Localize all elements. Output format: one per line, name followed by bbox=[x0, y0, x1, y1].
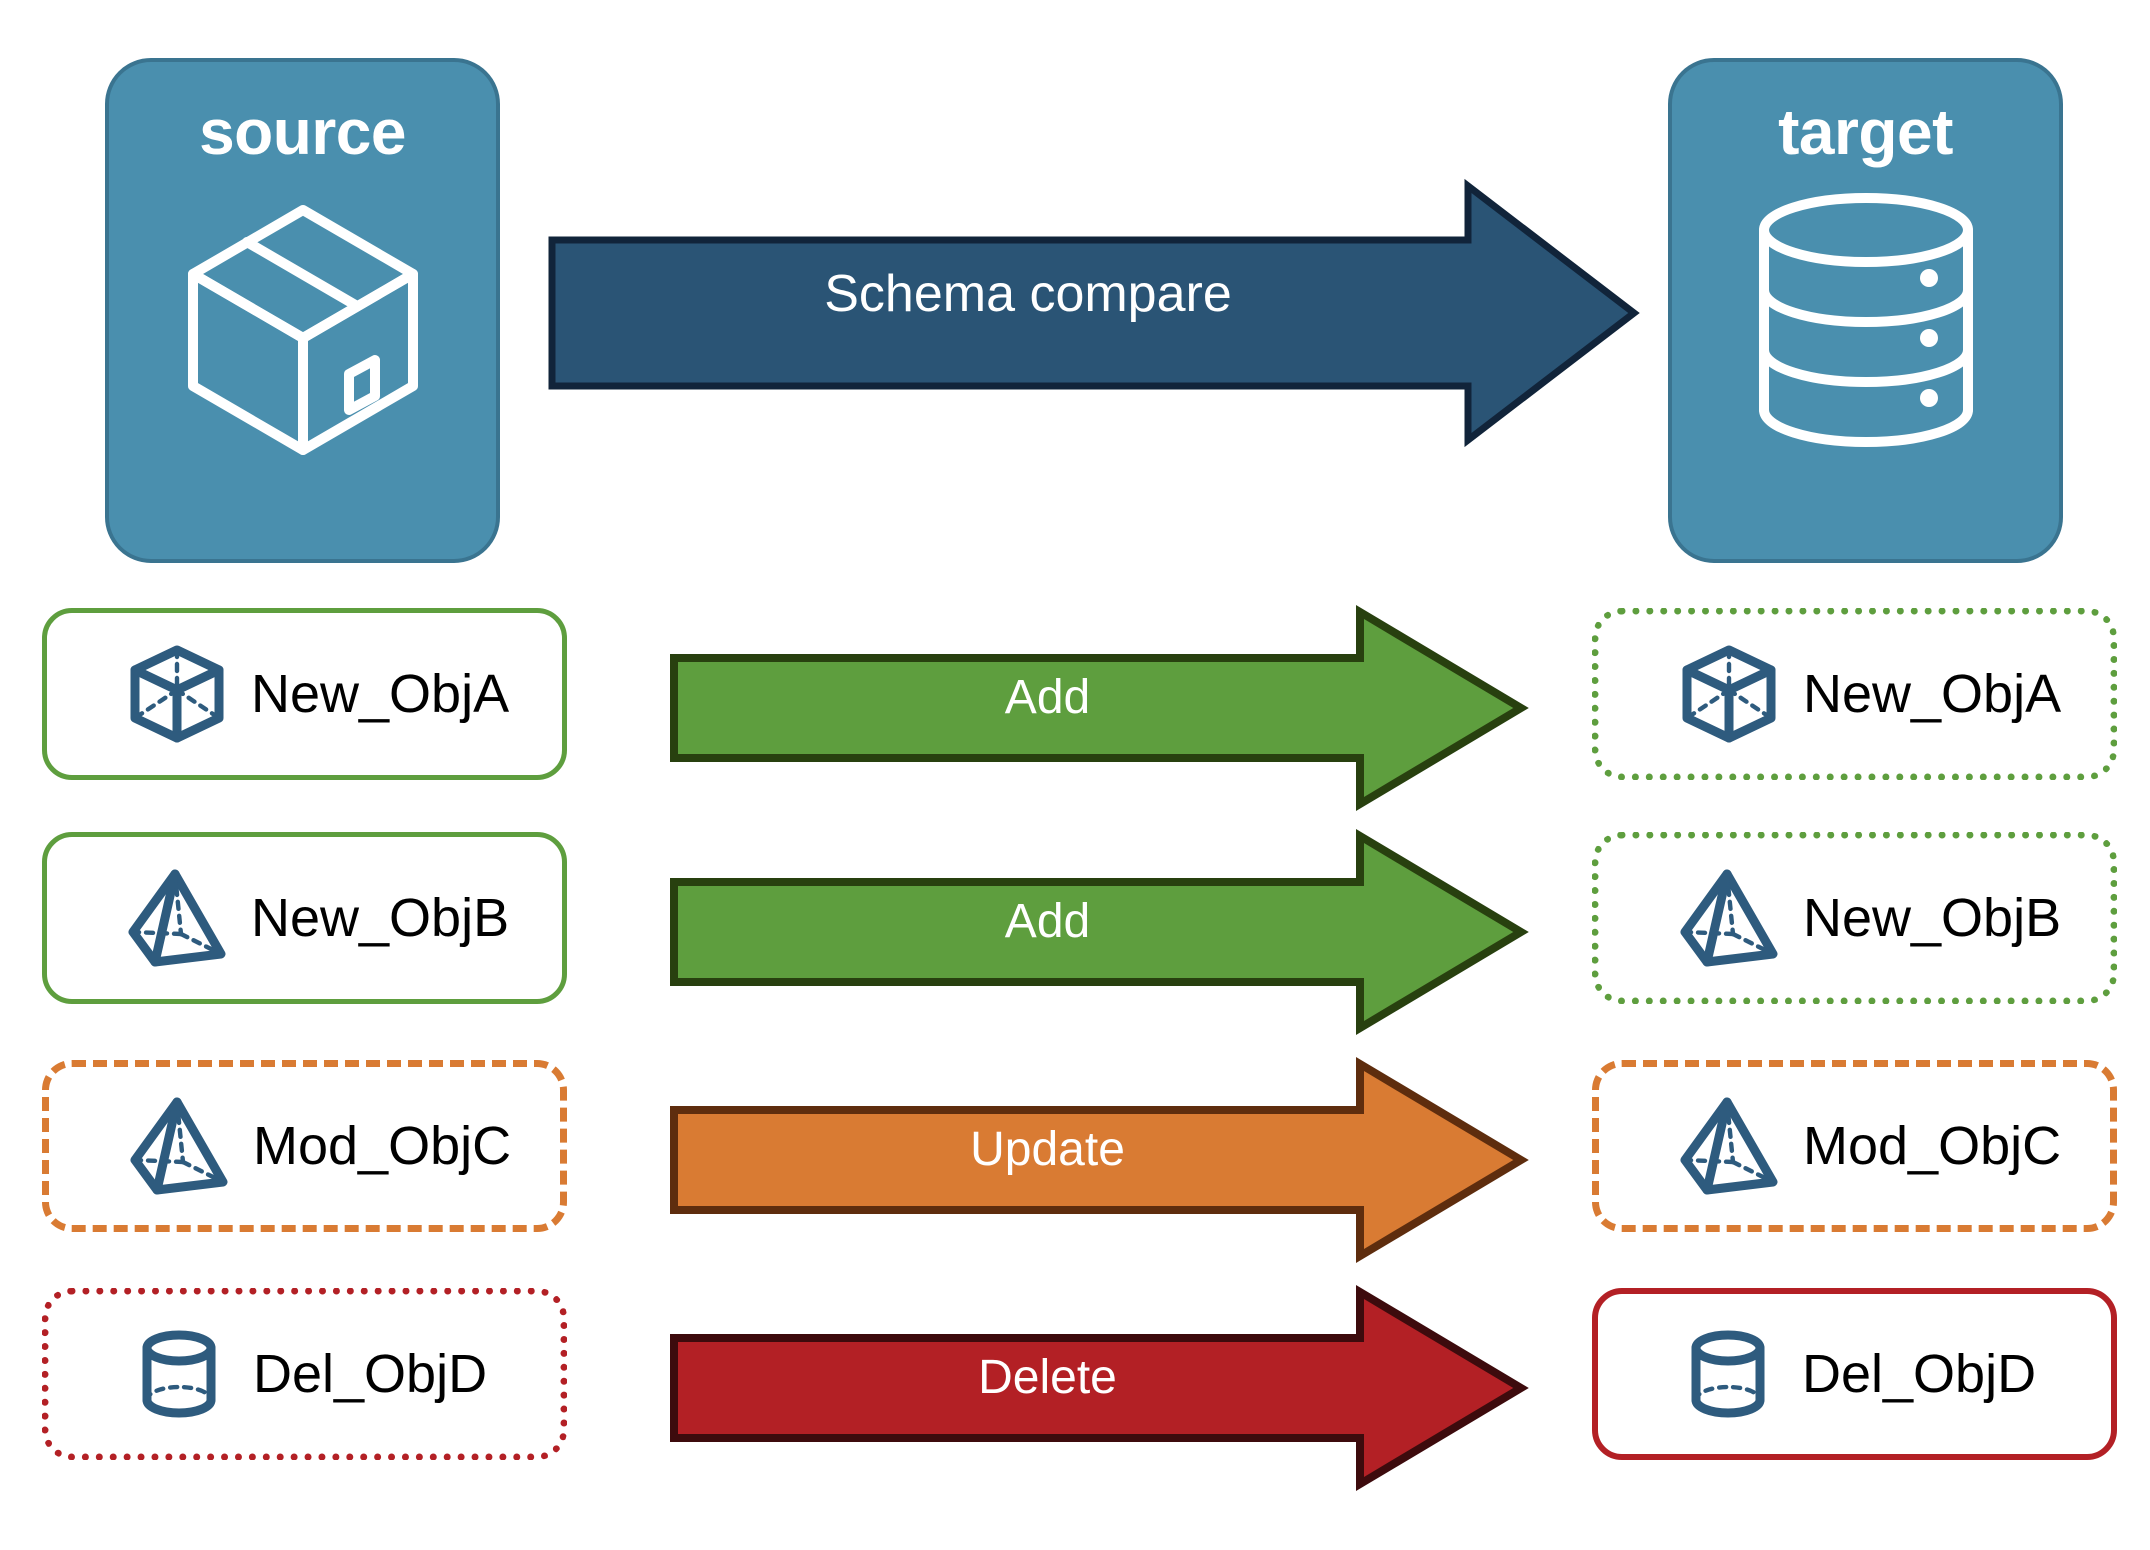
target-object-card[interactable]: New_ObjB bbox=[1592, 832, 2117, 1004]
target-object-label: Del_ObjD bbox=[1802, 1344, 2037, 1404]
diff-row: New_ObjB Add New_ObjB bbox=[0, 828, 2150, 1036]
cube-wireframe-icon bbox=[1677, 642, 1781, 746]
pyramid-wireframe-icon bbox=[125, 866, 229, 970]
pyramid-wireframe-icon bbox=[1677, 866, 1781, 970]
source-object-label: New_ObjA bbox=[251, 664, 510, 724]
action-arrow-update: Update bbox=[670, 1056, 1529, 1264]
target-endpoint-card: target bbox=[1668, 58, 2063, 563]
pyramid-wireframe-icon bbox=[1677, 1094, 1781, 1198]
diff-row: New_ObjA Add New_ObjA bbox=[0, 604, 2150, 812]
source-object-label: Mod_ObjC bbox=[253, 1116, 512, 1176]
schema-compare-arrow: Schema compare bbox=[548, 178, 1640, 448]
action-arrow-add: Add bbox=[670, 604, 1529, 812]
diff-row: Mod_ObjC Update Mod_ObjC bbox=[0, 1056, 2150, 1264]
target-object-label: New_ObjA bbox=[1803, 664, 2062, 724]
pyramid-wireframe-icon bbox=[127, 1094, 231, 1198]
source-title: source bbox=[199, 96, 406, 168]
target-object-card[interactable]: Del_ObjD bbox=[1592, 1288, 2117, 1460]
source-object-card[interactable]: New_ObjB bbox=[42, 832, 567, 1004]
target-object-card[interactable]: Mod_ObjC bbox=[1592, 1060, 2117, 1232]
target-object-card[interactable]: New_ObjA bbox=[1592, 608, 2117, 780]
cylinder-wireframe-icon bbox=[127, 1322, 231, 1426]
diff-row: Del_ObjD Delete Del_ObjD bbox=[0, 1284, 2150, 1492]
cube-wireframe-icon bbox=[125, 642, 229, 746]
action-arrow-add: Add bbox=[670, 828, 1529, 1036]
database-cylinder-icon bbox=[1745, 190, 1987, 452]
source-object-label: Del_ObjD bbox=[253, 1344, 488, 1404]
cylinder-wireframe-icon bbox=[1676, 1322, 1780, 1426]
source-object-card[interactable]: Del_ObjD bbox=[42, 1288, 567, 1460]
source-object-card[interactable]: Mod_ObjC bbox=[42, 1060, 567, 1232]
target-title: target bbox=[1778, 96, 1953, 168]
action-arrow-delete: Delete bbox=[670, 1284, 1529, 1492]
target-object-label: New_ObjB bbox=[1803, 888, 2062, 948]
package-box-icon bbox=[173, 190, 433, 455]
source-object-card[interactable]: New_ObjA bbox=[42, 608, 567, 780]
source-endpoint-card: source bbox=[105, 58, 500, 563]
target-object-label: Mod_ObjC bbox=[1803, 1116, 2062, 1176]
source-object-label: New_ObjB bbox=[251, 888, 510, 948]
